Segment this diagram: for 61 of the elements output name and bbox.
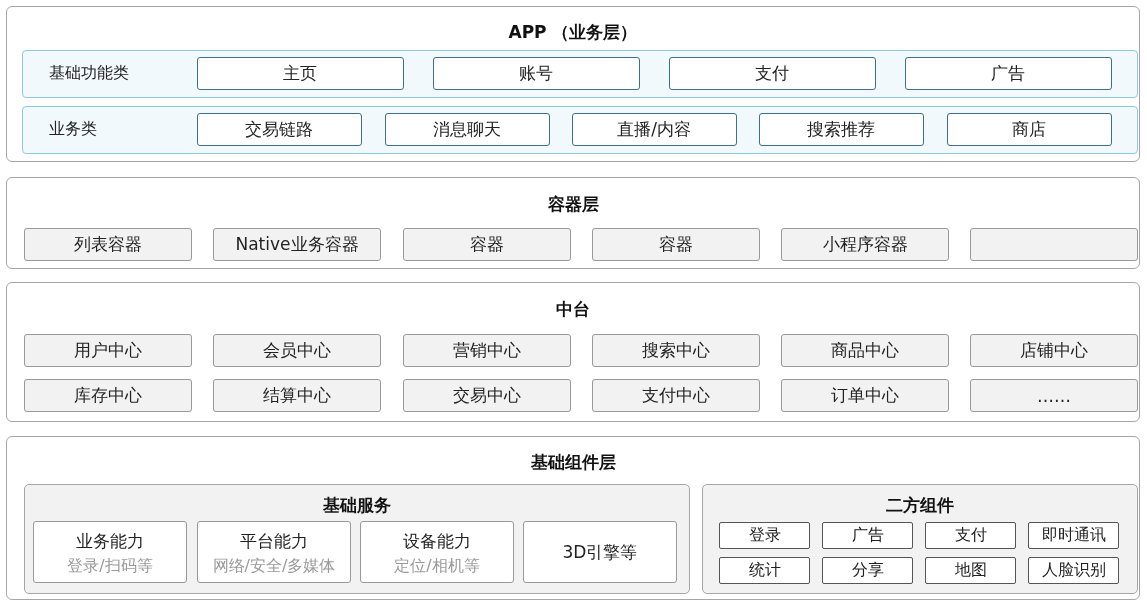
module-box: 交易链路: [196, 112, 362, 146]
capability-box: [197, 521, 351, 583]
capability-box: [33, 521, 187, 583]
module-box: [970, 228, 1138, 261]
module-box: 商店: [946, 112, 1112, 146]
module-box: 交易中心: [403, 379, 571, 412]
module-box: 广告: [904, 56, 1112, 90]
layer-panel: [6, 282, 1140, 422]
module-box: 列表容器: [24, 228, 192, 261]
module-box: 主页: [196, 56, 404, 90]
component-box: 登录: [719, 522, 810, 549]
group-panel: [702, 484, 1138, 594]
component-box: 广告: [822, 522, 913, 549]
module-box: 支付中心: [592, 379, 760, 412]
component-box: 地图: [925, 557, 1016, 584]
module-box: 搜索中心: [592, 334, 760, 367]
module-box: 直播/内容: [571, 112, 737, 146]
module-box: 用户中心: [24, 334, 192, 367]
layer-title: APP （业务层）: [507, 21, 639, 44]
layer-panel: [6, 177, 1140, 269]
layer-title: 容器层: [546, 193, 600, 216]
component-box: 分享: [822, 557, 913, 584]
capability-box: [360, 521, 514, 583]
module-box: 会员中心: [213, 334, 381, 367]
module-box: 店铺中心: [970, 334, 1138, 367]
layer-panel: [6, 6, 1140, 162]
group-panel: [24, 484, 690, 594]
layer-title: 基础组件层: [529, 451, 617, 474]
layer-title: 中台: [555, 298, 591, 321]
category-band: [22, 50, 1138, 98]
module-box: 搜索推荐: [758, 112, 924, 146]
component-box: 统计: [719, 557, 810, 584]
module-box: ……: [970, 379, 1138, 412]
module-box: 订单中心: [781, 379, 949, 412]
module-box: 容器: [592, 228, 760, 261]
component-box: 支付: [925, 522, 1016, 549]
category-label: 业务类: [49, 119, 97, 140]
component-box: 人脸识别: [1028, 557, 1119, 584]
module-box: 商品中心: [781, 334, 949, 367]
category-label: 基础功能类: [49, 63, 129, 84]
module-box: 支付: [668, 56, 876, 90]
capability-note: 登录/扫码等: [66, 556, 154, 577]
module-box: 小程序容器: [781, 228, 949, 261]
module-box: 容器: [403, 228, 571, 261]
layer-title: 基础服务: [322, 494, 392, 517]
capability-note: 定位/相机等: [393, 556, 481, 577]
module-box: 消息聊天: [384, 112, 550, 146]
capability-title: 设备能力: [402, 530, 472, 553]
module-box: 库存中心: [24, 379, 192, 412]
layer-title: 二方组件: [885, 494, 955, 517]
component-box: 即时通讯: [1028, 522, 1119, 549]
layer-panel: [6, 436, 1140, 600]
capability-box: 3D引擎等: [523, 521, 677, 583]
capability-title: 平台能力: [239, 530, 309, 553]
module-box: 结算中心: [213, 379, 381, 412]
module-box: Native业务容器: [213, 228, 381, 261]
capability-note: 网络/安全/多媒体: [211, 556, 337, 577]
capability-title: 业务能力: [75, 530, 145, 553]
module-box: 账号: [432, 56, 640, 90]
category-band: [22, 106, 1138, 154]
module-box: 营销中心: [403, 334, 571, 367]
